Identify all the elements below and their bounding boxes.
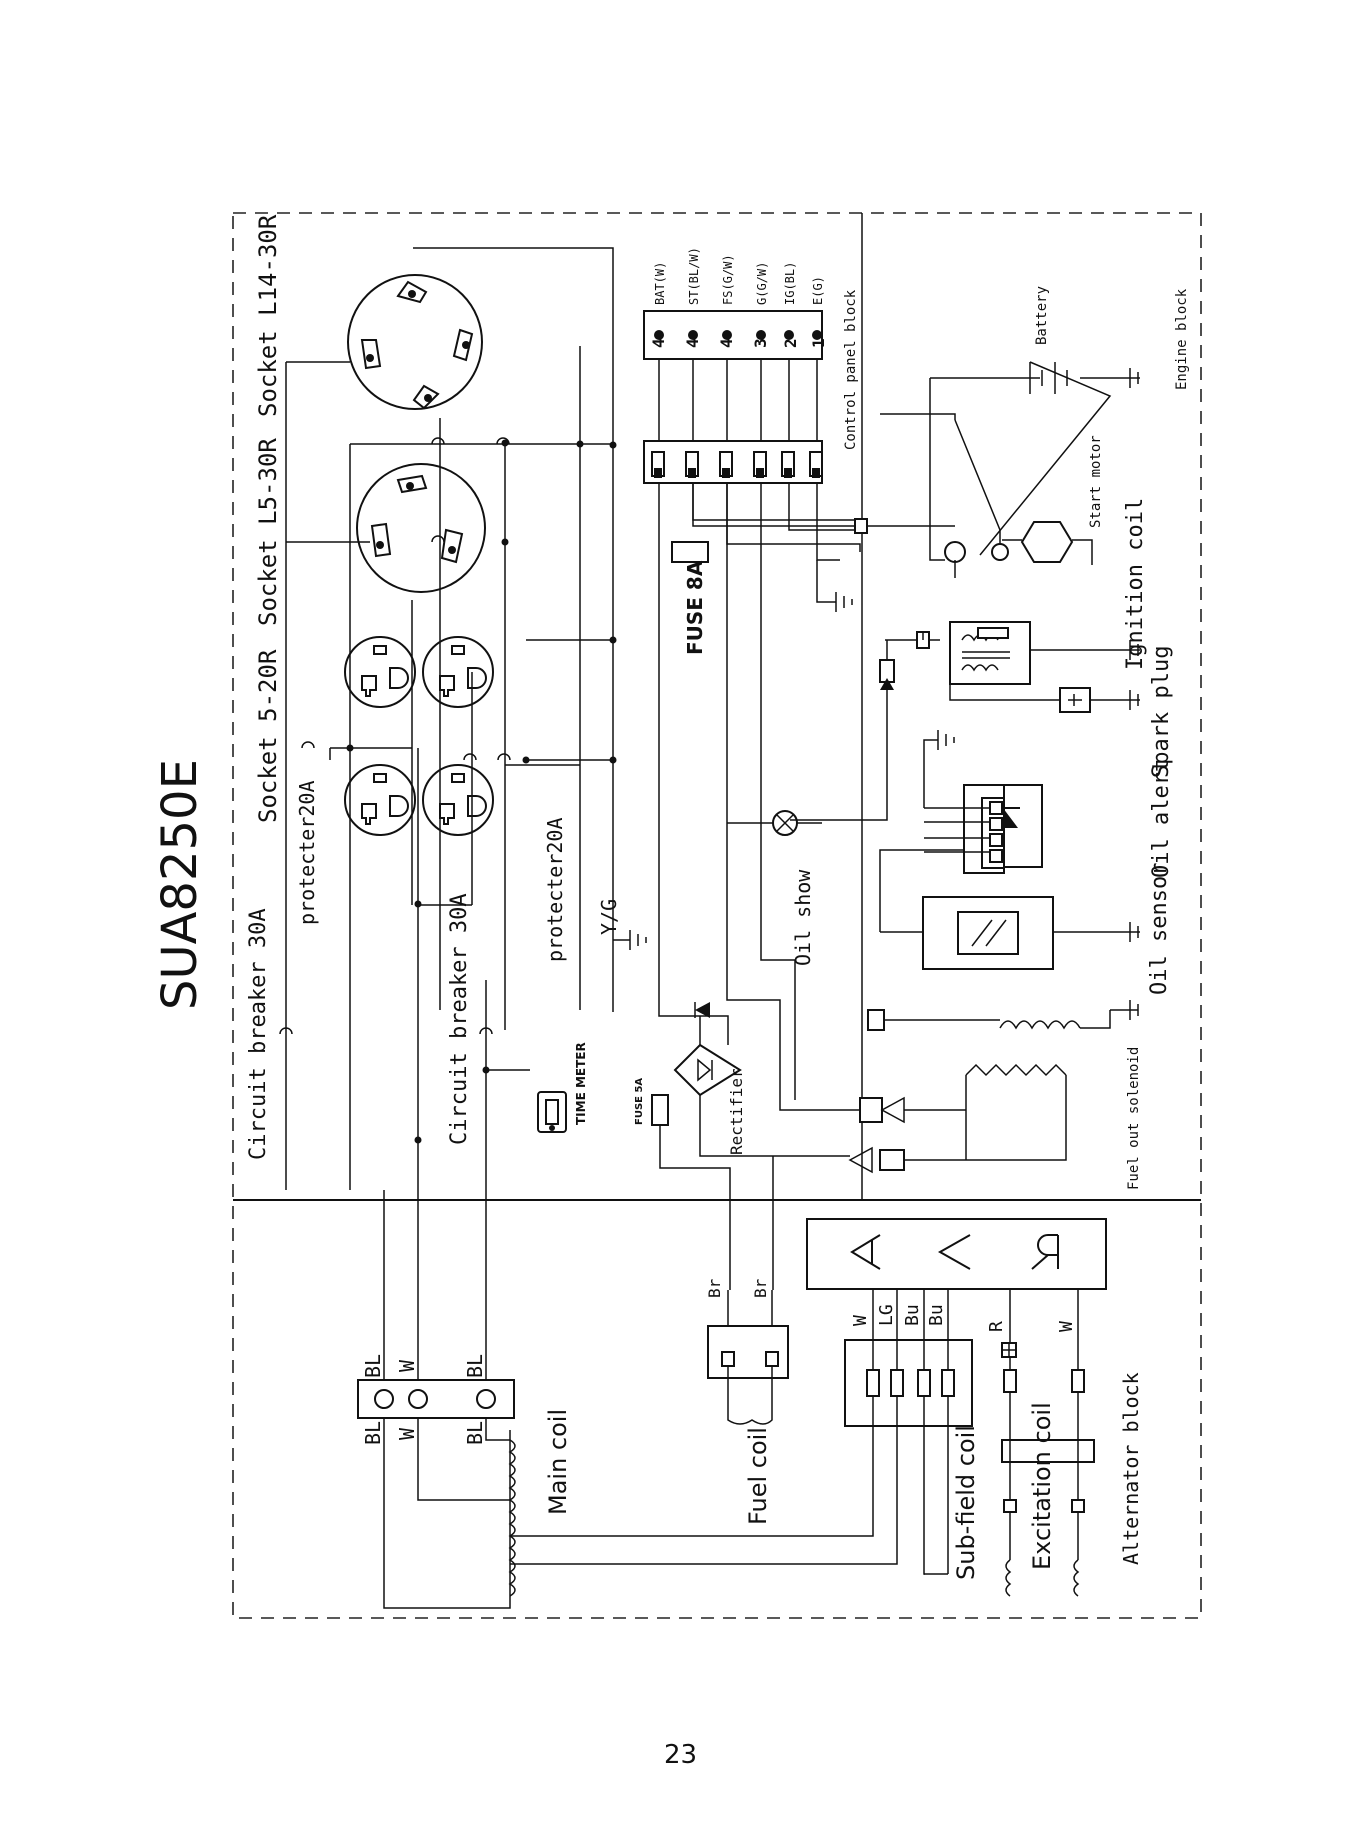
br-label-2: Br	[751, 1278, 770, 1298]
diagram-title: SUA8250E	[152, 759, 208, 1010]
terminal-num-6: 1	[809, 338, 828, 348]
ignition-wiring	[790, 631, 940, 821]
terminal-label-e: E(G)	[811, 276, 825, 305]
circuit-breaker-30a-upper: Circuit breaker 30A	[246, 908, 271, 1160]
avr-wire-w-exc: W	[1056, 1321, 1077, 1332]
yg-ground-symbol	[613, 930, 647, 950]
ignition-coil-label: Ignition coil	[1123, 498, 1148, 670]
fuel-coil-label: Fuel coil	[744, 1427, 772, 1525]
oil-sensor-label: Oil sensor	[1147, 863, 1172, 995]
oil-sensor	[879, 849, 1140, 970]
spark-plug	[949, 684, 1140, 713]
avr-box	[806, 1218, 1107, 1290]
oil-show-lamp	[727, 810, 822, 836]
terminal-label-bat: BAT(W)	[653, 262, 667, 305]
ac-output-wiring	[279, 247, 617, 1190]
start-motor-label: Start motor	[1088, 435, 1104, 528]
alternator-block-label: Alternator block	[1119, 1372, 1143, 1565]
socket-l14-30r	[347, 274, 483, 410]
rectifier-wiring	[658, 483, 860, 1290]
socket-5-20r-1	[344, 636, 416, 708]
terminal-label-ig: IG(BL)	[783, 262, 797, 305]
oil-alert-label: Oil alert	[1149, 759, 1174, 878]
ground-panel	[816, 560, 853, 612]
terminal-num-2: 4	[683, 338, 702, 348]
terminal-label-fs: FS(G/W)	[721, 254, 735, 305]
avr-wire-w: W	[850, 1315, 871, 1326]
circuit-breaker-30a-lower: Circuit breaker 30A	[447, 893, 472, 1145]
main-coil-label: Main coil	[544, 1409, 572, 1515]
spark-plug-label: Spark plug	[1149, 646, 1174, 778]
fuel-solenoid-label: Fuel out solenoid	[1126, 1047, 1142, 1190]
oil-alert-ground	[923, 730, 955, 808]
main-coil-wire-bl-top-1: BL	[361, 1354, 385, 1378]
terminal-num-1: 4	[649, 338, 668, 348]
main-coil-wire-bl-bot-2: BL	[463, 1421, 487, 1445]
avr-wire-bu-2: Bu	[926, 1304, 947, 1326]
engine-block-label: Engine block	[1174, 288, 1190, 390]
time-meter-label: TIME METER	[574, 1042, 588, 1125]
fuse-5a	[651, 1094, 669, 1126]
fuel-solenoid-connectors	[848, 1096, 966, 1174]
ignition-coil	[949, 621, 1140, 685]
terminal-label-g: G(G/W)	[755, 262, 769, 305]
terminal-num-4: 3	[751, 338, 770, 348]
fuel-coil	[707, 1290, 789, 1425]
oil-show-label: Oil show	[791, 869, 815, 966]
battery	[930, 362, 1140, 394]
fuse-8a-label: FUSE 8A	[683, 560, 707, 655]
battery-label: Battery	[1034, 286, 1050, 345]
socket-l5-30r	[356, 463, 486, 593]
socket-l5-label: Socket L5-30R	[254, 438, 282, 626]
socket-5-20r-4	[422, 764, 494, 836]
excitation-coil	[1001, 1342, 1095, 1597]
control-panel-label: Control panel block	[843, 289, 859, 450]
page-number: 23	[663, 1740, 698, 1770]
main-coil-wire-bl-bot-1: BL	[361, 1421, 385, 1445]
socket-5-20r-group	[344, 636, 494, 836]
protecter-20a-upper: protecter20A	[295, 781, 319, 926]
subfield-connector	[510, 1339, 973, 1575]
rectifier-label: Rectifier	[727, 1068, 746, 1155]
socket-5-20r-2	[422, 636, 494, 708]
main-coil-wire-w-top: W	[395, 1359, 419, 1372]
protecter-20a-lower: protecter20A	[543, 818, 567, 963]
fuse-8a	[671, 541, 709, 563]
socket-l14-label: Socket L14-30R	[254, 214, 282, 417]
socket-5-20r-label: Socket 5-20R	[254, 649, 282, 823]
fuse-5a-label: FUSE 5A	[634, 1078, 645, 1125]
main-coil-wire-w-bot: W	[395, 1427, 419, 1440]
terminal-num-5: 2	[781, 338, 800, 348]
main-coil-terminal-block	[357, 1190, 516, 1609]
start-motor	[880, 361, 1112, 578]
fuel-out-solenoid	[880, 1063, 1067, 1161]
terminal-num-3: 4	[717, 338, 736, 348]
br-label-1: Br	[705, 1278, 724, 1298]
time-meter	[537, 1091, 567, 1133]
oil-alert-module	[924, 784, 1043, 874]
engine-wiring	[692, 483, 955, 552]
avr-wire-bu-1: Bu	[902, 1304, 923, 1326]
avr-wire-r: R	[986, 1321, 1007, 1332]
terminal-label-st: ST(BL/W)	[687, 247, 701, 305]
avr-wire-lg: LG	[876, 1304, 897, 1326]
block-frames	[232, 212, 1202, 1619]
avr-wiring	[872, 1289, 1079, 1348]
socket-5-20r-3	[344, 764, 416, 836]
charge-coil	[867, 1000, 1139, 1031]
terminal-pins	[651, 451, 823, 478]
main-coil-wire-bl-top-2: BL	[463, 1354, 487, 1378]
yg-label: Y/G	[597, 899, 621, 935]
subfield-coil-label: Sub-field coil	[952, 1425, 980, 1580]
terminal-strip: 4 4 4 3 2 1 BAT(W) ST(BL/W) FS(G/W) G(G/…	[643, 247, 828, 484]
excitation-coil-label: Excitation coil	[1028, 1402, 1056, 1570]
